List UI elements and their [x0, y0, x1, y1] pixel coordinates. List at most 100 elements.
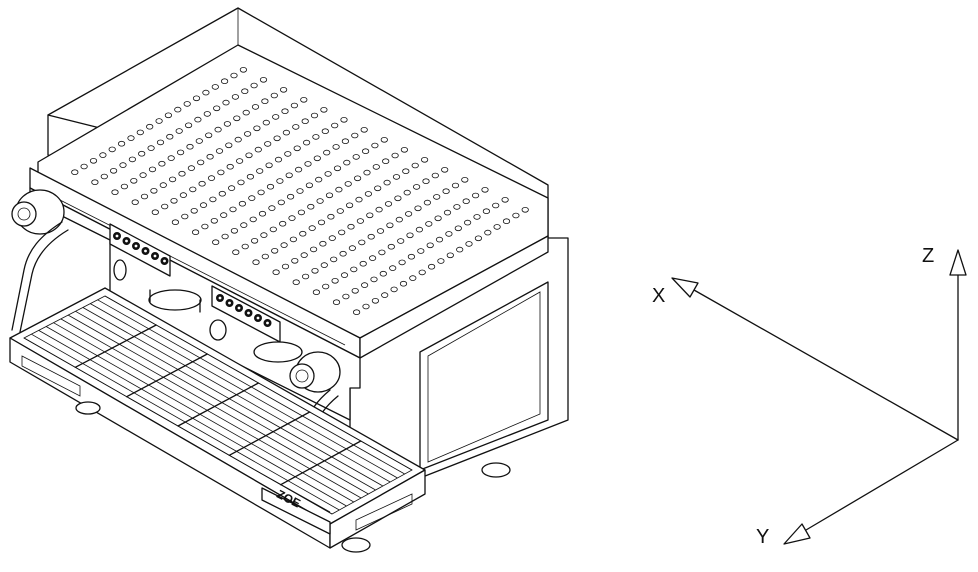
tray-hole — [127, 135, 135, 141]
tray-hole — [211, 84, 219, 90]
tray-hole — [316, 198, 324, 204]
tray-hole — [241, 243, 249, 250]
tray-hole — [345, 202, 354, 209]
tray-hole — [351, 132, 359, 139]
tray-hole — [260, 232, 268, 238]
y-axis-arrowhead — [783, 523, 811, 545]
tray-hole — [178, 170, 186, 177]
tray-hole — [259, 77, 268, 83]
tray-hole — [171, 219, 179, 226]
tray-hole — [254, 146, 262, 153]
tray-hole — [241, 88, 249, 94]
tray-hole — [214, 126, 222, 133]
tray-hole — [248, 195, 256, 201]
tray-hole — [119, 162, 127, 168]
tray-hole — [521, 207, 529, 213]
tray-hole — [201, 223, 209, 230]
tray-hole — [238, 200, 246, 207]
tray-hole — [321, 128, 329, 135]
tray-hole — [253, 125, 261, 132]
tray-hole — [234, 136, 242, 143]
tray-hole — [335, 186, 343, 193]
tray-hole — [331, 277, 339, 284]
tray-hole — [233, 115, 241, 122]
tray-hole — [387, 243, 395, 250]
control-button-center — [134, 244, 138, 248]
tray-hole — [420, 157, 429, 163]
tray-hole — [437, 258, 445, 264]
tray-hole — [175, 128, 183, 134]
tray-hole — [403, 189, 411, 196]
tray-hole — [323, 149, 331, 156]
tray-hole — [189, 186, 197, 193]
tray-hole — [242, 109, 250, 116]
tray-hole — [185, 122, 193, 129]
tray-hole — [382, 158, 390, 165]
tray-hole — [366, 212, 374, 219]
tray-hole — [383, 179, 391, 186]
y-axis-label: Y — [756, 526, 769, 548]
tray-hole — [147, 145, 155, 151]
tray-hole — [359, 260, 367, 267]
tray-hole — [409, 275, 417, 281]
tray-hole — [389, 265, 397, 271]
tray-hole — [484, 229, 492, 236]
tray-hole — [159, 182, 167, 188]
tray-hole — [80, 163, 88, 170]
tray-hole — [215, 148, 224, 154]
tray-hole — [252, 259, 260, 266]
tray-hole — [451, 182, 460, 189]
tray-hole — [425, 221, 433, 227]
drip-tray-grate — [23, 295, 413, 515]
tray-hole — [512, 212, 520, 219]
coordinate-axes: Z X Y — [652, 245, 967, 548]
tray-hole — [228, 185, 236, 191]
steam-knob-right — [289, 351, 341, 393]
tray-hole — [261, 98, 269, 104]
tray-hole — [406, 232, 414, 239]
tray-hole — [322, 283, 330, 290]
tray-hole — [258, 210, 267, 217]
tray-hole — [262, 119, 270, 126]
tray-hole — [139, 172, 147, 178]
tray-hole — [209, 196, 217, 203]
tray-hole — [355, 196, 363, 203]
tray-hole — [192, 229, 200, 236]
tray-hole — [300, 97, 308, 103]
tray-hole — [305, 182, 313, 189]
tray-hole — [169, 176, 177, 183]
tray-hole — [320, 262, 328, 268]
tray-hole — [371, 142, 379, 149]
tray-hole — [465, 241, 473, 247]
tray-hole — [502, 218, 511, 225]
tray-hole — [426, 242, 434, 249]
tray-hole — [281, 108, 289, 114]
tray-hole — [272, 269, 280, 276]
tray-hole — [391, 152, 399, 159]
tray-hole — [398, 259, 406, 266]
tray-hole — [414, 205, 422, 212]
tray-hole — [411, 162, 419, 169]
tray-hole — [461, 177, 469, 183]
tray-hole — [364, 191, 372, 197]
tray-hole — [360, 282, 369, 288]
tray-hole — [445, 231, 453, 237]
tray-hole — [207, 175, 216, 181]
tray-hole — [190, 208, 198, 214]
tray-hole — [312, 134, 320, 140]
tray-hole — [340, 117, 348, 123]
tray-hole — [225, 142, 233, 149]
tray-hole — [271, 248, 279, 254]
tray-hole — [380, 137, 388, 143]
tray-hole — [356, 218, 364, 224]
tray-hole — [360, 127, 368, 133]
tray-hole — [384, 201, 393, 207]
tray-hole — [167, 155, 175, 161]
tray-hole — [433, 194, 441, 200]
tray-hole — [229, 206, 237, 213]
button-row-right — [215, 293, 272, 327]
control-button-center — [228, 301, 231, 305]
tray-hole — [273, 135, 281, 142]
tray-hole — [256, 168, 264, 174]
tray-hole — [110, 168, 118, 174]
